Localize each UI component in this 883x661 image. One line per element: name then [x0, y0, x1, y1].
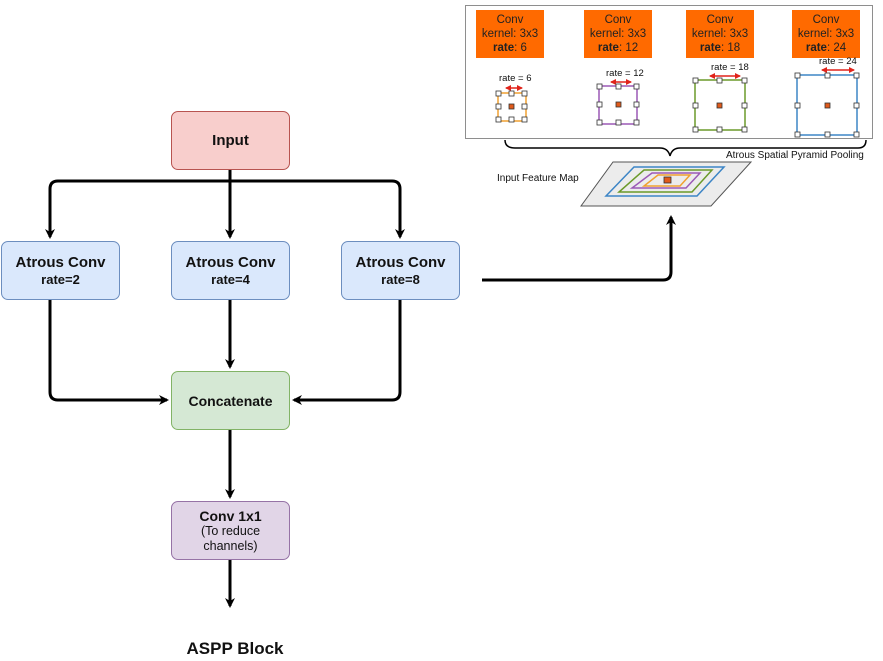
aspp-caption: Atrous Spatial Pyramid Pooling: [726, 150, 864, 161]
atrous-conv-rate: rate=4: [211, 271, 250, 287]
kernel-grid-rate24: [794, 67, 860, 138]
conv-rate: rate: 12: [597, 42, 639, 54]
edge-input-atrous1: [45, 179, 230, 239]
rate-arrow-label: rate = 6: [499, 73, 532, 84]
atrous-conv-label: Atrous Conv: [15, 253, 106, 271]
conv-title: Conv: [604, 14, 632, 26]
diagram-title: ASPP Block: [186, 639, 284, 658]
kernel-grid-rate6: [495, 85, 528, 123]
conv1x1-note: (To reduce channels): [200, 523, 261, 553]
conv-kernel: kernel: 3x3: [481, 28, 539, 40]
conv-rate6-box: Conv kernel: 3x3 rate: 6: [476, 10, 544, 58]
edge-atrous3-figure: [482, 215, 676, 282]
rate-arrow-label: rate = 24: [819, 56, 857, 67]
atrous-conv-rate: rate=8: [381, 271, 420, 287]
conv-rate: rate: 18: [699, 42, 741, 54]
atrous-conv-rate8-node: Atrous Conv rate=8: [341, 241, 460, 300]
brace: [504, 139, 867, 157]
conv-rate18-box: Conv kernel: 3x3 rate: 18: [686, 10, 754, 58]
input-label: Input: [212, 131, 249, 149]
conv-title: Conv: [496, 14, 524, 26]
input-node: Input: [171, 111, 290, 170]
conv-kernel: kernel: 3x3: [691, 28, 749, 40]
feature-map-caption: Input Feature Map: [497, 173, 579, 184]
dilated-kernel-grids: [495, 67, 860, 138]
atrous-conv-rate2-node: Atrous Conv rate=2: [1, 241, 120, 300]
aspp-reference-figure: Conv kernel: 3x3 rate: 6 Conv kernel: 3x…: [465, 5, 873, 139]
conv-rate12-box: Conv kernel: 3x3 rate: 12: [584, 10, 652, 58]
conv1x1-label: Conv 1x1: [199, 507, 262, 524]
kernel-grid-rate18: [692, 73, 748, 133]
edge-input-atrous3: [230, 179, 405, 239]
conv-title: Conv: [812, 14, 840, 26]
atrous-conv-label: Atrous Conv: [355, 253, 446, 271]
conv-rate24-box: Conv kernel: 3x3 rate: 24: [792, 10, 860, 58]
conv-kernel: kernel: 3x3: [797, 28, 855, 40]
concatenate-label: Concatenate: [188, 392, 273, 409]
edge-atrous1-concat: [48, 300, 169, 405]
input-feature-map: [580, 161, 753, 207]
kernel-grid-rate12: [596, 79, 640, 126]
atrous-conv-label: Atrous Conv: [185, 253, 276, 271]
conv1x1-node: Conv 1x1 (To reduce channels): [171, 501, 290, 560]
edge-atrous3-concat: [292, 300, 402, 405]
atrous-conv-rate4-node: Atrous Conv rate=4: [171, 241, 290, 300]
rate-arrow-label: rate = 18: [711, 62, 749, 73]
conv-kernel: kernel: 3x3: [589, 28, 647, 40]
atrous-conv-rate: rate=2: [41, 271, 80, 287]
conv-title: Conv: [706, 14, 734, 26]
concatenate-node: Concatenate: [171, 371, 290, 430]
conv-rate: rate: 24: [805, 42, 847, 54]
rate-arrow-label: rate = 12: [606, 68, 644, 79]
conv-rate: rate: 6: [493, 42, 527, 54]
